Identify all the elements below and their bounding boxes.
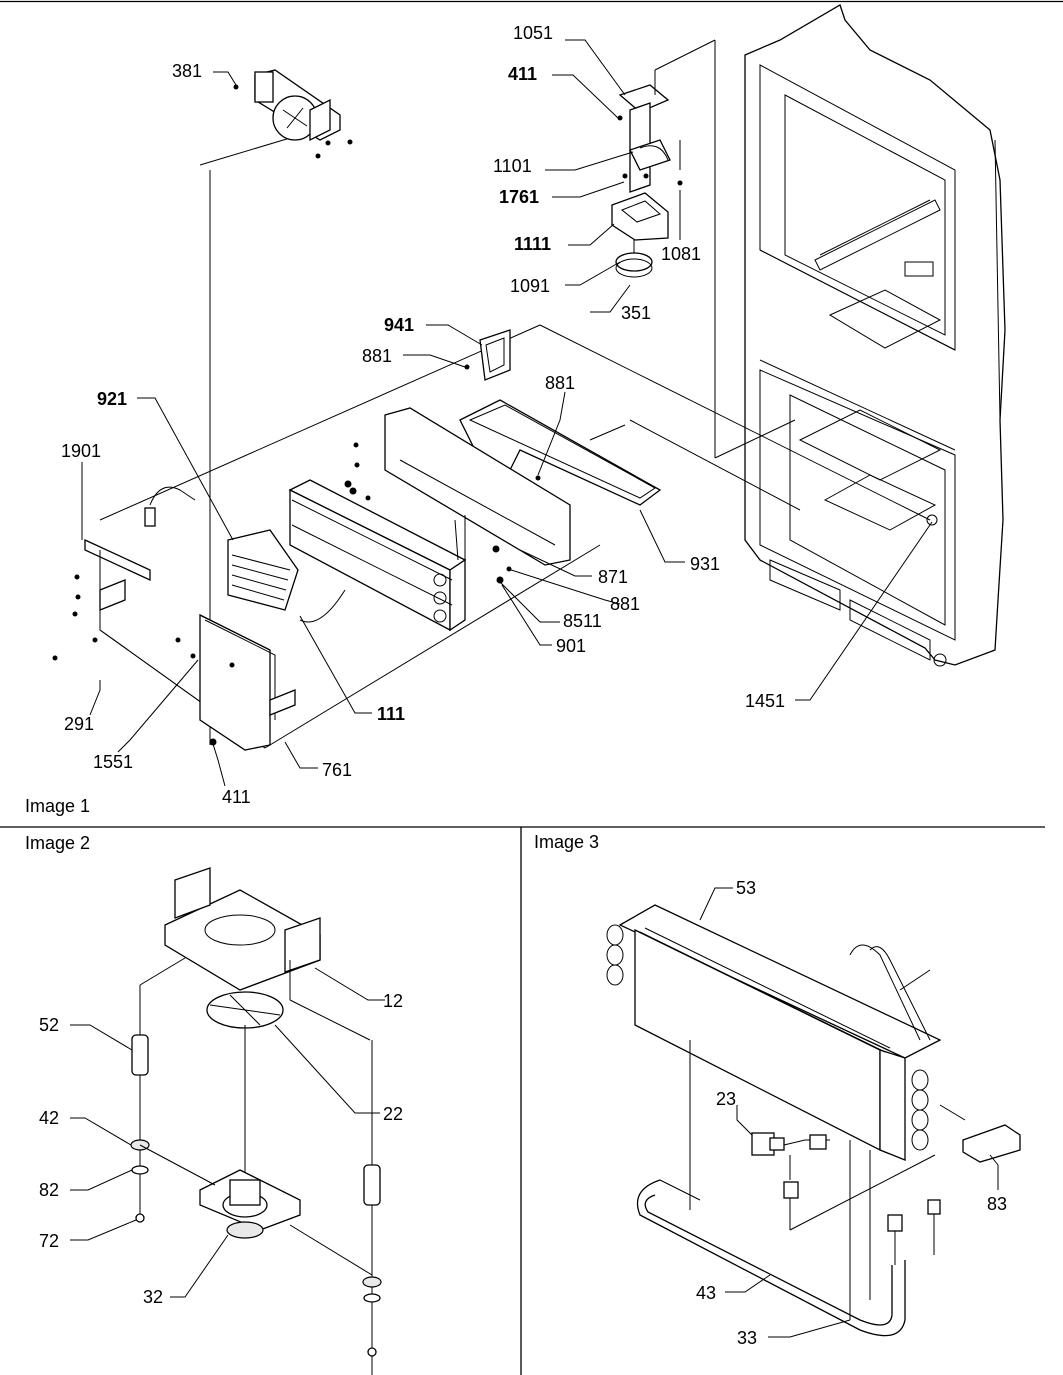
- shroud-921: [227, 529, 299, 611]
- evaporator-111: [288, 479, 467, 632]
- callout-label: 901: [556, 636, 586, 656]
- callout-label: 82: [39, 1180, 59, 1200]
- callout-label: 291: [64, 714, 94, 734]
- callout-label: 1761: [499, 187, 539, 207]
- refrigerator-cabinet: [744, 4, 1006, 667]
- image3-drawing: [606, 904, 1021, 1337]
- callout-label: 32: [143, 1287, 163, 1307]
- cover-941: [464, 329, 511, 381]
- callout-label: 351: [621, 303, 651, 323]
- rear-panel: [344, 407, 571, 584]
- callout-label: 1101: [493, 156, 532, 176]
- panel-caption-image1: Image 1: [25, 796, 90, 816]
- leader-lines: [70, 39, 999, 1338]
- callout-label: 881: [610, 594, 640, 614]
- callout-label: 871: [598, 567, 628, 587]
- image2-drawing: [130, 867, 382, 1375]
- callout-labels: 1051 411 1101 1761 1111 1081 1091 351 38…: [39, 23, 1007, 1348]
- callout-label: 12: [383, 991, 403, 1011]
- panel-caption-image3: Image 3: [534, 832, 599, 852]
- callout-label: 53: [736, 878, 756, 898]
- callout-label: 1111: [514, 234, 551, 254]
- image1-drawing: [52, 4, 1006, 751]
- callout-label: 1051: [513, 23, 553, 43]
- callout-label: 1901: [61, 441, 101, 461]
- callout-label: 761: [322, 760, 352, 780]
- callout-label: 941: [384, 315, 414, 335]
- callout-label: 411: [222, 787, 251, 807]
- callout-label: 33: [737, 1328, 757, 1348]
- callout-label: 52: [39, 1015, 59, 1035]
- bracket-assembly: [611, 70, 683, 278]
- callout-label: 411: [508, 64, 537, 84]
- callout-label: 111: [377, 704, 405, 724]
- callout-label: 921: [97, 389, 127, 409]
- callout-label: 72: [39, 1231, 59, 1251]
- callout-label: 381: [172, 61, 202, 81]
- callout-label: 22: [383, 1104, 403, 1124]
- panel-1551: [175, 613, 296, 751]
- callout-label: 43: [696, 1283, 716, 1303]
- callout-label: 83: [987, 1194, 1007, 1214]
- callout-label: 1551: [93, 752, 133, 772]
- callout-label: 23: [716, 1089, 736, 1109]
- harness-1901: [84, 486, 196, 611]
- callout-label: 1091: [510, 276, 550, 296]
- callout-label: 881: [545, 373, 575, 393]
- callout-label: 931: [690, 554, 720, 574]
- callout-label: 8511: [563, 611, 602, 631]
- callout-label: 42: [39, 1108, 59, 1128]
- callout-label: 1081: [661, 244, 701, 264]
- fan-assembly-381: [233, 69, 353, 159]
- callout-label: 881: [362, 346, 392, 366]
- panel-caption-image2: Image 2: [25, 833, 90, 853]
- callout-label: 1451: [745, 691, 785, 711]
